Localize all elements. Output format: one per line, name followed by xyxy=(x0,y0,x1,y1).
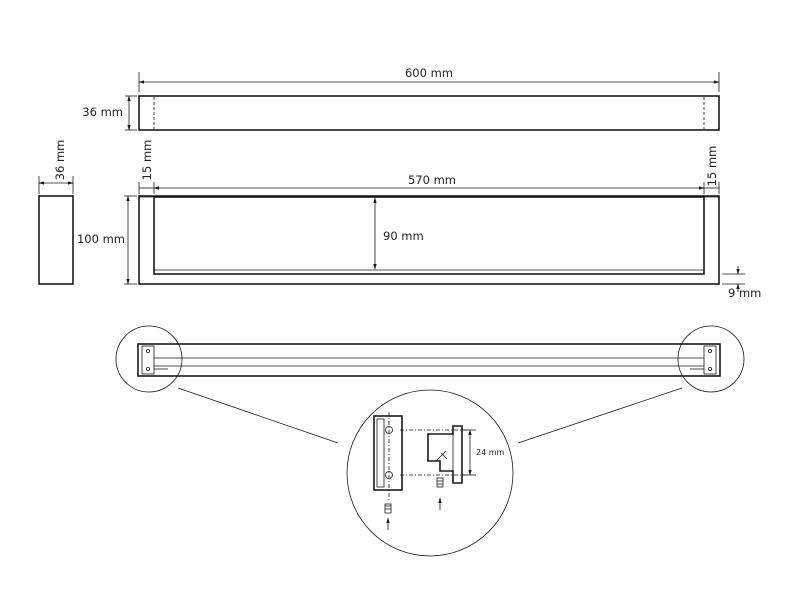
dim-label-bottom-offset: 9 mm xyxy=(728,286,761,300)
dim-label-right-margin: 15 mm xyxy=(705,146,719,187)
dim-label-depth: 36 mm xyxy=(82,105,123,119)
bracket-right xyxy=(703,345,717,375)
top-view-outline xyxy=(138,95,720,131)
screw-hole xyxy=(145,348,150,353)
wall-plug-icon xyxy=(384,503,392,514)
dim-label-left-margin: 15 mm xyxy=(140,140,154,181)
detail-circle-right xyxy=(677,325,745,393)
dim-label-total-width: 600 mm xyxy=(405,66,453,80)
bar-outline xyxy=(137,343,721,377)
wall-plug-icon xyxy=(436,477,444,488)
top-view: 600 mm 36 mm xyxy=(82,66,720,131)
leader-line-right xyxy=(517,387,683,444)
profile-hatch xyxy=(440,452,448,460)
screw-hole xyxy=(145,366,150,371)
detail-view: 24 mm xyxy=(346,389,514,557)
front-view: 100 mm 570 mm 15 mm 15 mm 90 mm 9 mm xyxy=(77,140,761,300)
dim-label-bracket-spacing: 24 mm xyxy=(476,448,505,457)
detail-circle-left xyxy=(115,325,183,393)
detail-bracket-inner xyxy=(376,418,385,488)
front-view-outer xyxy=(138,195,720,285)
dim-label-height: 100 mm xyxy=(77,232,125,246)
assembly-view xyxy=(115,325,745,444)
screw-hole xyxy=(708,348,713,353)
screw-hole xyxy=(708,366,713,371)
side-view-outline xyxy=(38,195,74,285)
detail-bracket-profile xyxy=(427,425,463,484)
front-view-inner xyxy=(153,196,705,275)
dim-label-inner-height: 90 mm xyxy=(383,229,424,243)
bracket-left xyxy=(141,345,155,375)
detail-bracket-front xyxy=(373,415,403,491)
detail-circle-large xyxy=(346,389,514,557)
dim-label-inner-width: 570 mm xyxy=(408,173,456,187)
dim-label-side-depth: 36 mm xyxy=(53,140,67,181)
leader-line-left xyxy=(177,387,339,444)
side-view: 36 mm xyxy=(38,140,74,285)
profile-hatch xyxy=(435,450,447,462)
